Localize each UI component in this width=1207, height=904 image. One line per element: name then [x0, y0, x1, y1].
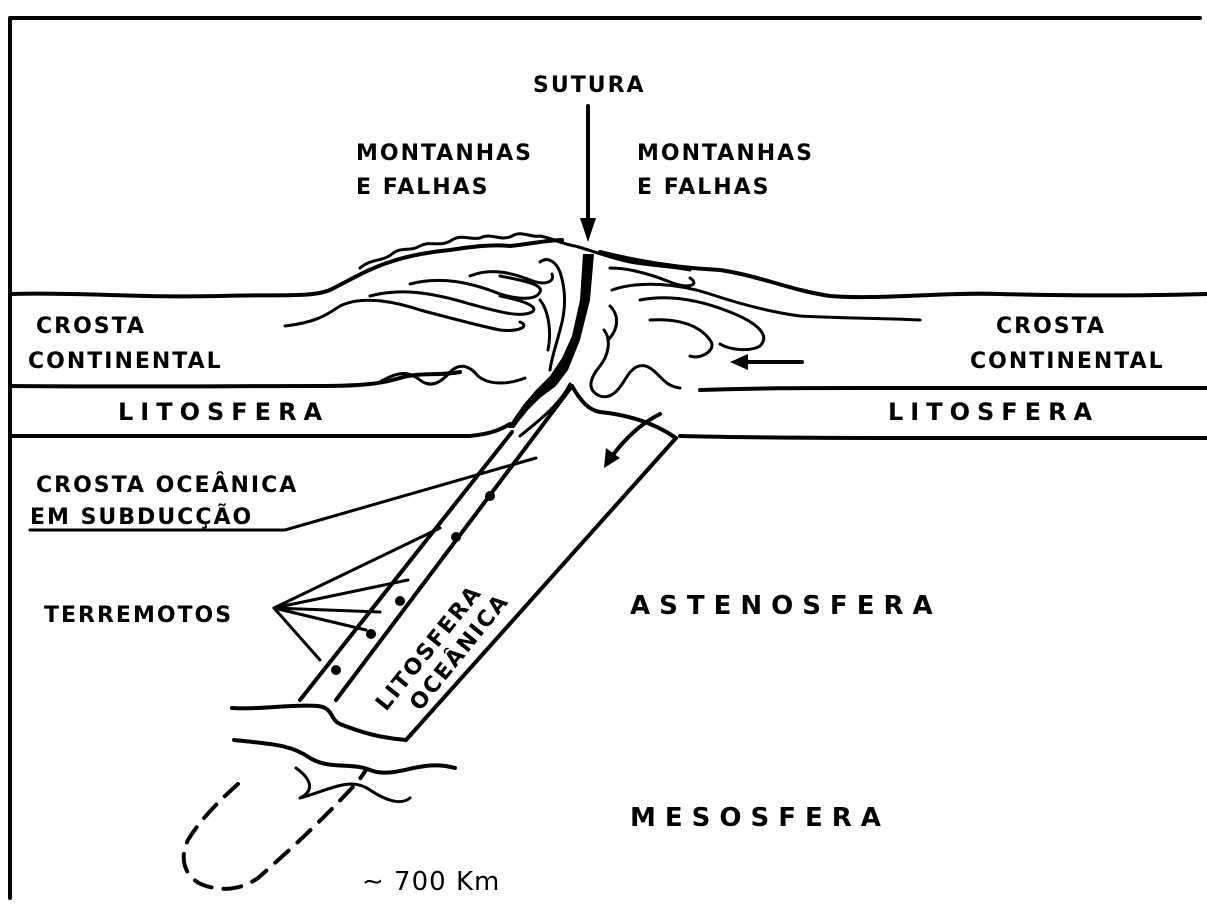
pointer-line-2 [274, 580, 408, 608]
mountain-ridge [360, 234, 690, 270]
detached-slab [184, 770, 366, 889]
label-crosta-oceanica-1: CROSTA OCEÂNICA [36, 472, 298, 498]
label-litosfera-left: LITOSFERA [118, 398, 329, 426]
label-montanhas-right-1: MONTANHAS [637, 141, 814, 166]
fold-right-1 [612, 284, 920, 320]
convergence-arrow-head [730, 354, 748, 370]
oceanic-crust-pointer [285, 458, 536, 530]
label-depth: ∼ 700 Km [362, 867, 500, 897]
label-montanhas-right-2: E FALHAS [637, 175, 771, 200]
earthquake-dot [451, 532, 461, 542]
label-crosta-right-1: CROSTA [996, 314, 1106, 339]
fold-right-5 [591, 330, 680, 397]
label-crosta-left-1: CROSTA [36, 314, 146, 339]
earthquake-dot [331, 665, 341, 675]
label-montanhas-left-1: MONTANHAS [356, 141, 533, 166]
fold-left-7 [540, 300, 550, 350]
sutura-arrow-head [580, 218, 596, 242]
lithosphere-base-right [680, 436, 1207, 438]
label-crosta-right-2: CONTINENTAL [970, 349, 1165, 374]
fold-right-3 [650, 320, 712, 357]
label-crosta-oceanica-2: EM SUBDUCÇÃO [30, 504, 253, 530]
crust-base-left [10, 372, 460, 386]
label-sutura: SUTURA [533, 73, 646, 98]
slab-bottom-edge [232, 706, 406, 740]
earthquake-dot [395, 596, 405, 606]
crust-top-right [600, 252, 1207, 297]
fold-left-5 [380, 366, 525, 384]
label-crosta-left-2: CONTINENTAL [28, 349, 223, 374]
pointer-line-5 [274, 608, 320, 660]
label-litosfera-right: LITOSFERA [888, 398, 1099, 426]
label-mesosfera: MESOSFERA [630, 803, 890, 833]
earthquake-dot [366, 629, 376, 639]
label-astenosfera: ASTENOSFERA [630, 591, 942, 621]
label-terremotos: TERREMOTOS [44, 603, 233, 628]
slab-bend [572, 386, 676, 438]
fold-right-6 [608, 306, 617, 340]
earthquake-dot [485, 491, 495, 501]
crust-base-right [700, 388, 1207, 390]
fold-left-1 [285, 300, 524, 330]
slab-break-1 [234, 740, 455, 773]
label-montanhas-left-2: E FALHAS [356, 175, 490, 200]
